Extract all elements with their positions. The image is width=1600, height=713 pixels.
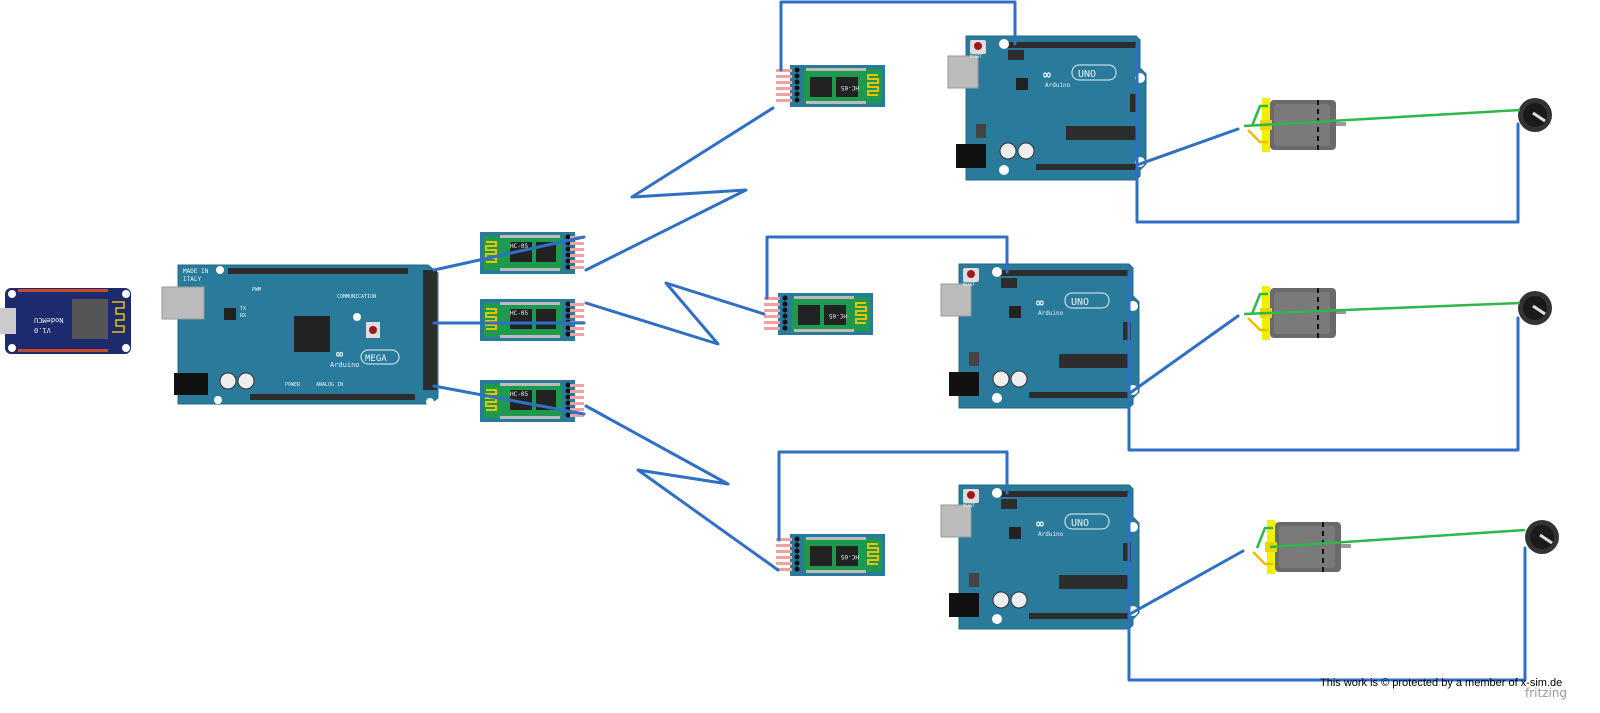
bt-module-right-2[interactable]: HC-05 [763,292,874,336]
uno-model: UNO [1071,518,1089,529]
arduino-logo-icon: ∞ [1043,68,1051,83]
bt-module-label: HC-05 [841,553,859,560]
arduino-logo-icon: ∞ [1036,296,1044,311]
nodemcu-board[interactable]: NodeMCU V1.0 [0,288,131,354]
motor-leads [1247,104,1273,566]
mega-comm: COMMUNICATION [337,294,376,300]
potentiometer-2[interactable] [1516,289,1554,327]
bt-module-label: HC-05 [510,391,528,398]
arduino-logo-icon: ∞ [1036,517,1044,532]
bt-module-label: HC-05 [829,312,847,319]
bt-module-right-3[interactable]: HC-05 [775,533,886,577]
uno-brand: Arduino [1045,82,1071,89]
bt-module-left-2[interactable]: HC-05 [479,298,585,342]
bt-module-left-3[interactable]: HC-05 [479,379,585,423]
potentiometer-3[interactable] [1523,518,1561,556]
copyright-notice: This work is © protected by a member of … [1320,677,1563,689]
arduino-uno-board-3[interactable]: Arduino UNO ∞ RESET [940,484,1140,630]
uno-brand: Arduino [1038,531,1064,538]
blue-wires [432,0,1527,682]
bt-module-label: HC-05 [841,84,859,91]
mega-rx: RX [240,313,246,319]
mega-italy: ITALY [183,276,201,283]
uno-reset-label: RESET [963,503,976,508]
green-wires [1243,108,1526,549]
arduino-logo-icon: ∞ [336,347,344,361]
nodemcu-version: V1.0 [34,326,51,334]
bt-module-label: HC-05 [510,310,528,317]
potentiometer-1[interactable] [1516,96,1554,134]
uno-model: UNO [1071,297,1089,308]
mega-made-in: MADE IN [183,268,209,275]
arduino-uno-board-1[interactable]: Arduino UNO ∞ RESET [947,35,1147,181]
arduino-mega-board[interactable]: MADE IN ITALY COMMUNICATION PWM TX RX Ar… [161,264,439,406]
uno-brand: Arduino [1038,310,1064,317]
arduino-uno-board-2[interactable]: Arduino UNO ∞ RESET [940,263,1140,409]
uno-model: UNO [1078,69,1096,80]
nodemcu-label: NodeMCU [34,316,64,324]
bt-module-label: HC-05 [510,243,528,250]
mega-pwm: PWM [252,287,261,293]
uno-reset-label: RESET [963,282,976,287]
mega-power: POWER [285,382,301,388]
mega-model: MEGA [365,354,387,364]
mega-analog: ANALOG IN [316,382,343,388]
mega-tx: TX [240,306,246,312]
mega-brand: Arduino [330,361,360,369]
bt-module-left-1[interactable]: HC-05 [479,231,585,275]
fritzing-watermark: fritzing [1525,686,1568,700]
uno-reset-label: RESET [970,54,983,59]
bt-module-right-1[interactable]: HC-05 [775,64,886,108]
